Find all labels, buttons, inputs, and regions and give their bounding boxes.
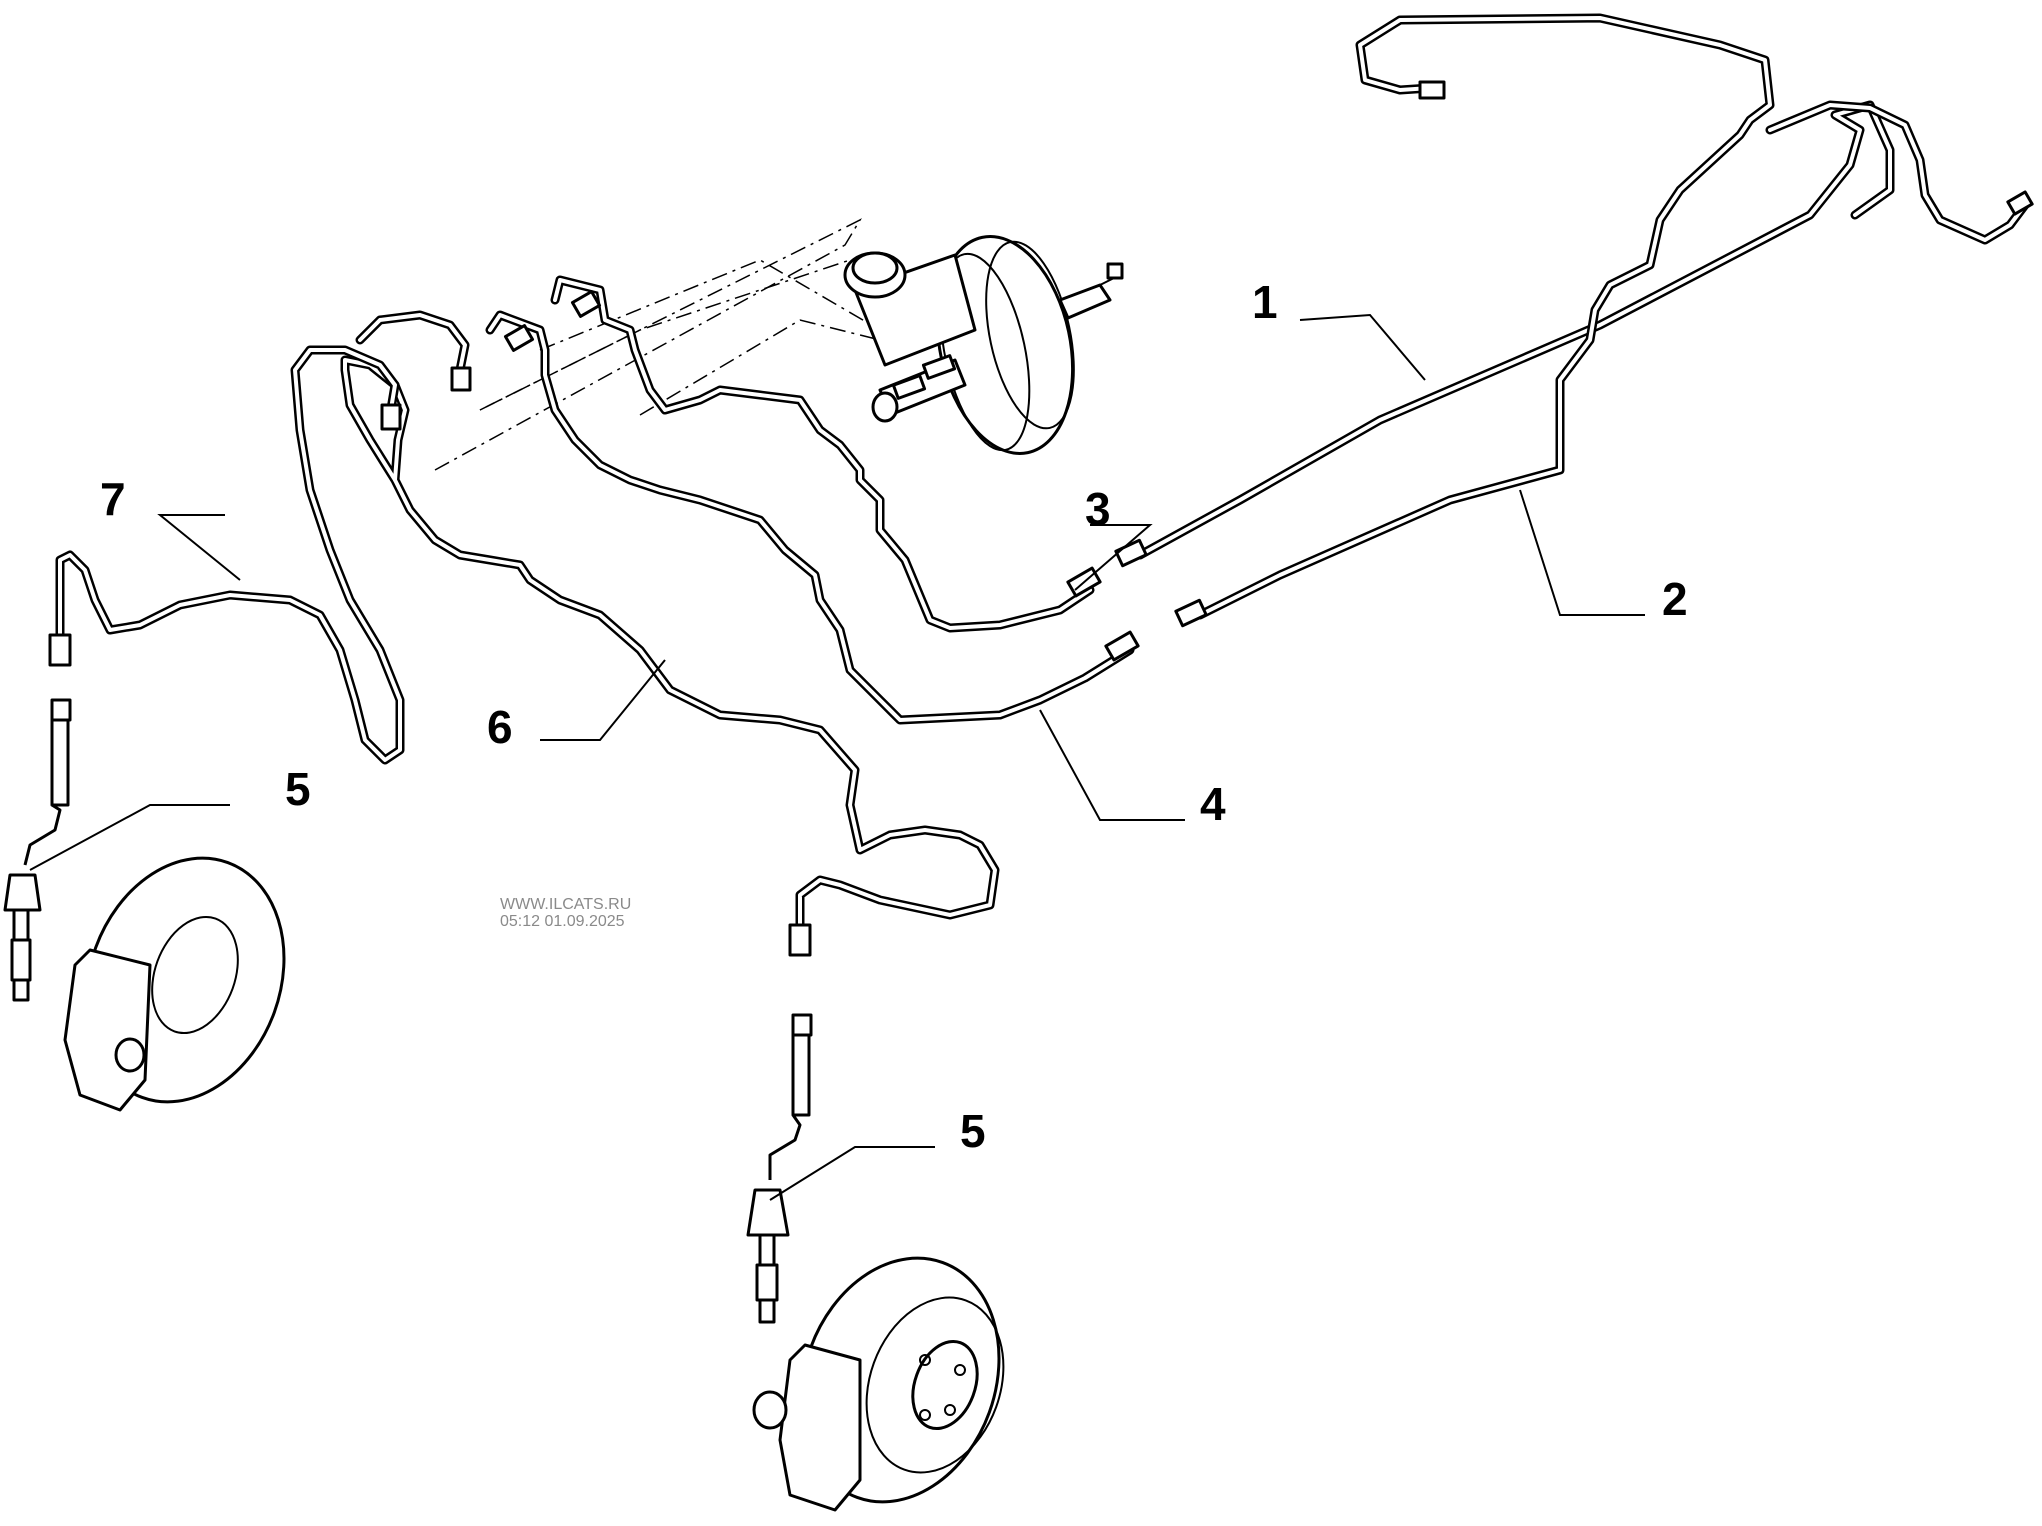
callout-7: 7 bbox=[100, 473, 126, 525]
flexible-hose-left bbox=[3, 698, 72, 1002]
callout-3: 3 bbox=[1085, 483, 1111, 535]
master-cylinder bbox=[843, 251, 977, 423]
brake-disc-left bbox=[63, 856, 286, 1112]
watermark-timestamp: 05:12 01.09.2025 bbox=[500, 913, 625, 930]
callout-5-left: 5 bbox=[285, 763, 311, 815]
pipe-2 bbox=[1174, 13, 2034, 628]
pipe-4 bbox=[485, 310, 1140, 725]
pipe-1 bbox=[1114, 100, 1895, 568]
pipe-6 bbox=[340, 310, 1000, 957]
callout-6: 6 bbox=[487, 701, 513, 753]
callout-5-right: 5 bbox=[960, 1105, 986, 1157]
callout-4: 4 bbox=[1200, 778, 1226, 830]
brake-disc-right bbox=[752, 1256, 1005, 1512]
callout-1: 1 bbox=[1252, 276, 1278, 328]
watermark-site: WWW.ILCATS.RU bbox=[500, 896, 632, 913]
brake-booster bbox=[935, 235, 1124, 455]
dashed-connection-lines bbox=[434, 218, 901, 471]
flexible-hose-right bbox=[746, 1013, 813, 1324]
leader-lines bbox=[29, 313, 1645, 1201]
callout-2: 2 bbox=[1662, 573, 1688, 625]
pipe-7 bbox=[48, 345, 405, 765]
watermark: WWW.ILCATS.RU 05:12 01.09.2025 bbox=[500, 896, 631, 930]
